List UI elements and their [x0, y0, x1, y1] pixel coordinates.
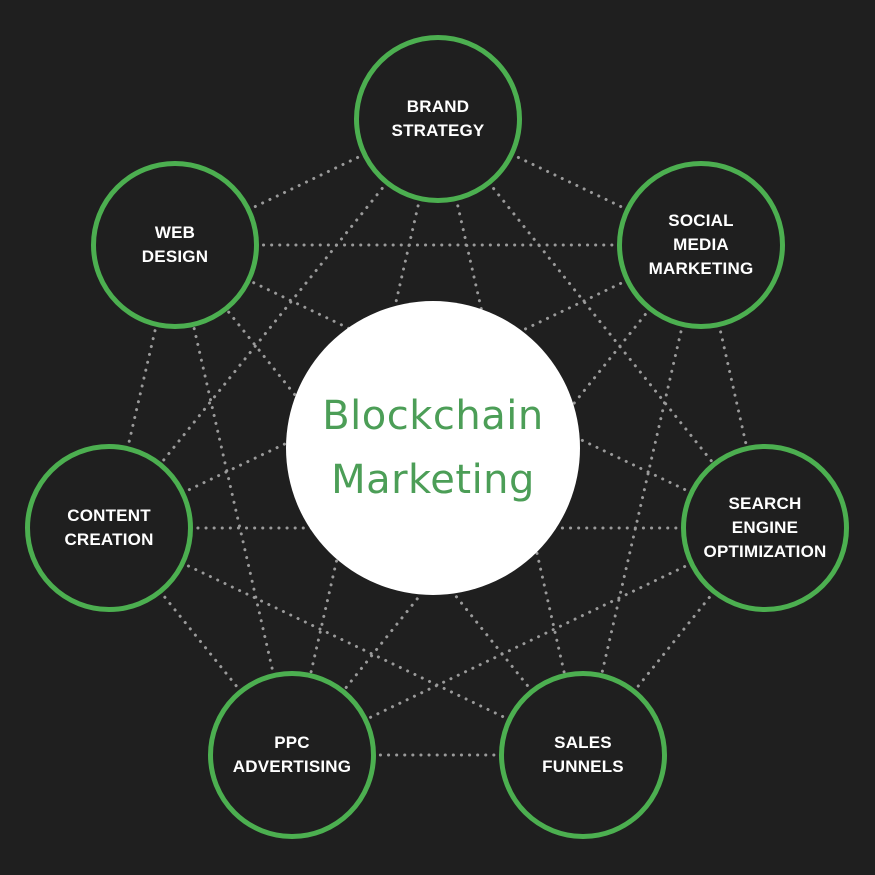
node-ppc-advertising: PPC ADVERTISING: [208, 671, 376, 839]
node-sales-funnels: SALES FUNNELS: [499, 671, 667, 839]
node-label: SALES FUNNELS: [542, 733, 624, 776]
connector-line: [436, 117, 767, 530]
node-social-media-marketing: SOCIAL MEDIA MARKETING: [617, 161, 785, 329]
node-brand-strategy: BRAND STRATEGY: [354, 35, 522, 203]
connector-line: [173, 243, 585, 757]
node-label: CONTENT CREATION: [64, 506, 154, 549]
node-web-design: WEB DESIGN: [91, 161, 259, 329]
node-label: WEB DESIGN: [141, 223, 209, 266]
center-title: Blockchain Marketing: [322, 393, 544, 503]
node-label: SOCIAL MEDIA MARKETING: [648, 211, 754, 278]
node-label: SEARCH ENGINE OPTIMIZATION: [703, 494, 827, 561]
node-label: BRAND STRATEGY: [391, 97, 485, 140]
connector-line: [581, 243, 703, 757]
connector-line: [290, 526, 767, 757]
connector-line: [107, 526, 585, 757]
connector-line: [290, 117, 440, 757]
center-hub: Blockchain Marketing: [286, 301, 580, 595]
node-search-engine-optimization: SEARCH ENGINE OPTIMIZATION: [681, 444, 849, 612]
node-label: PPC ADVERTISING: [232, 733, 352, 776]
connector-line: [436, 117, 585, 757]
connector-line: [107, 117, 440, 530]
node-content-creation: CONTENT CREATION: [25, 444, 193, 612]
connector-line: [173, 243, 294, 757]
